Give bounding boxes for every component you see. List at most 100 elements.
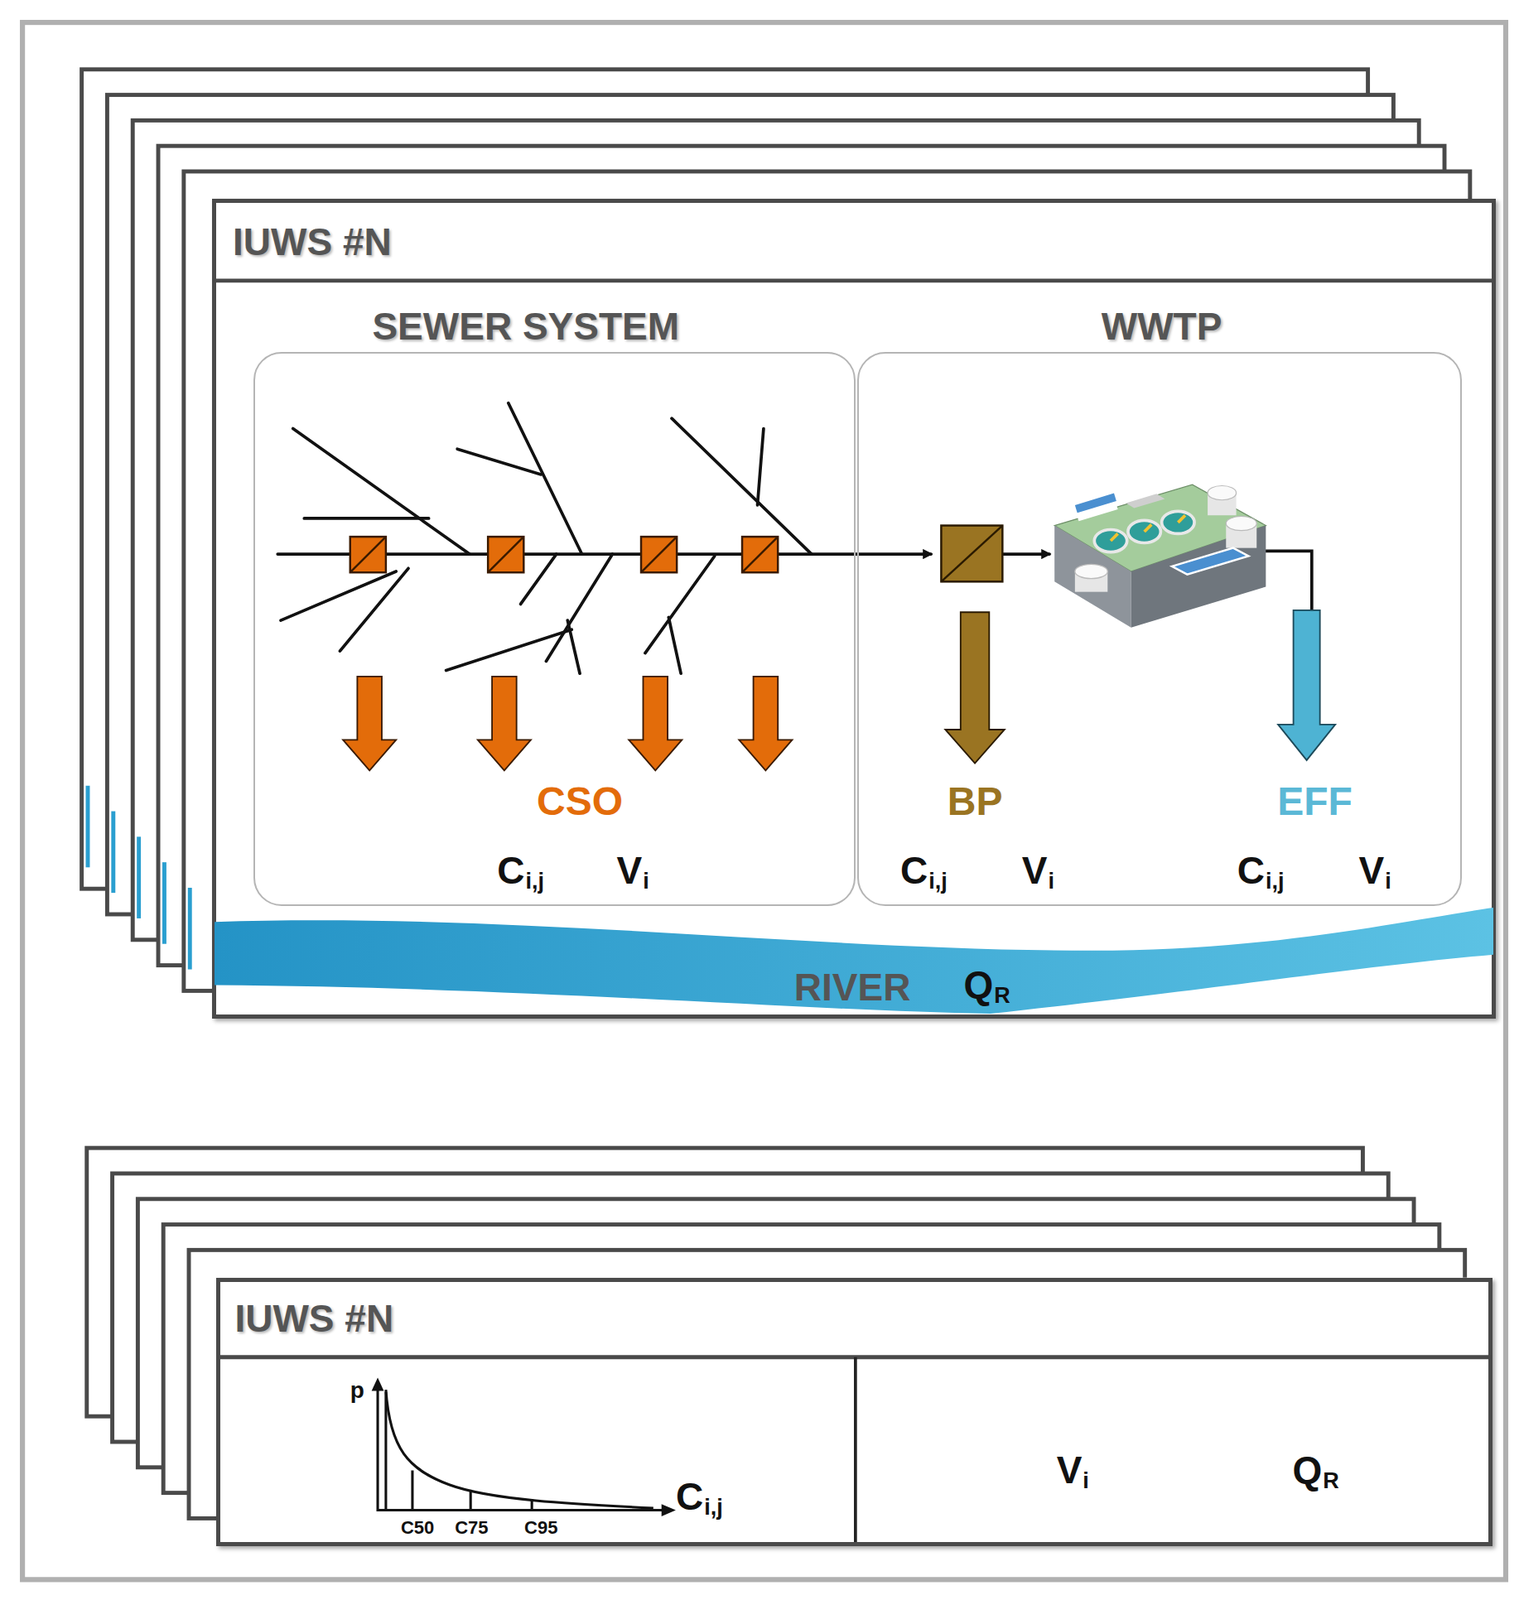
cso-structure-part [350, 536, 386, 573]
cso-structure-part [641, 536, 677, 573]
sewer-network-part [567, 620, 580, 674]
front-frame-ground-part [853, 1357, 858, 1547]
sewer-network-part [508, 403, 583, 555]
distribution-chart-part [377, 1388, 664, 1511]
node-heading: SEWER SYSTEM [371, 307, 680, 346]
sewer-network-part [545, 554, 613, 661]
subscript-label: i,j [1265, 870, 1285, 893]
subscript-label: R [993, 984, 1011, 1008]
sewer-network-part [671, 418, 812, 555]
sewer-network-part [520, 554, 557, 604]
cso-structure-part [487, 536, 524, 573]
bypass-structure-part [940, 525, 1003, 583]
sewer-network-part [457, 448, 541, 475]
sewer-network-part [668, 617, 681, 674]
sewer-network-part [280, 571, 396, 621]
symbol-label: V [1022, 851, 1048, 890]
treatment-plant-part [1207, 486, 1237, 501]
sewer-network-part [293, 429, 470, 555]
bypass-arrow [945, 612, 1004, 763]
cso-structure-part [742, 536, 778, 573]
symbol-label: V [616, 851, 642, 890]
subscript-label: i [1047, 870, 1055, 893]
bypass-arrow-part [945, 612, 1004, 763]
flow-label: C75 [454, 1519, 488, 1538]
river-edge-marks-part [188, 887, 193, 970]
cso-structure-part [487, 536, 524, 573]
subscript-label: i [1082, 1470, 1090, 1493]
treatment-plant-part [1225, 515, 1257, 531]
treatment-plant-part [1162, 511, 1195, 534]
cso-arrows-part [342, 676, 396, 771]
symbol-label: C [496, 851, 525, 890]
river-edge-marks-part [136, 836, 141, 919]
treatment-plant-part [1177, 515, 1186, 523]
flow-label: BP [947, 781, 1004, 822]
distribution-chart [371, 1377, 676, 1517]
distribution-chart-part [371, 1377, 385, 1391]
front-frame-ground [212, 198, 1495, 1018]
treatment-plant-part [1171, 548, 1249, 575]
cso-arrows-part [628, 676, 682, 771]
distribution-chart-part [469, 1490, 473, 1511]
river-edge-marks-part [110, 811, 116, 894]
distribution-chart-part [661, 1504, 676, 1517]
flow-label: C50 [400, 1519, 434, 1538]
river-edge-marks-part [86, 786, 91, 868]
cso-arrows-part [477, 676, 531, 771]
subscript-label: i,j [928, 870, 948, 893]
outer-frame-part [22, 22, 1506, 1580]
subscript-label: i,j [704, 1496, 724, 1519]
symbol-label: C [1237, 851, 1265, 890]
treatment-plant-part [1144, 524, 1153, 532]
treatment-plant-part [1110, 533, 1119, 541]
front-frame-ground-part [212, 198, 1495, 1018]
sewer-network [277, 403, 1312, 675]
front-frame-ground-part [212, 278, 1495, 283]
sewer-network-part [1003, 552, 1050, 556]
symbol-label: V [1358, 851, 1384, 890]
sewer-panel: SEWER SYSTEM [253, 352, 856, 907]
wwtp-panel: WWTP [857, 352, 1462, 907]
node-heading: WWTP [1101, 307, 1223, 346]
sewer-network-part [1265, 550, 1312, 610]
bypass-structure [940, 525, 1003, 583]
symbol-label: V [1056, 1451, 1083, 1490]
cso-structure-part [641, 536, 677, 573]
treatment-plant [1054, 484, 1266, 628]
symbol-label: C [900, 851, 928, 890]
system-frame: IUWS #N [216, 1277, 1493, 1547]
bypass-structure-part [940, 525, 1003, 583]
flow-label: CSO [536, 781, 623, 822]
distribution-chart-part [384, 1392, 387, 1511]
effluent-arrow [1277, 610, 1336, 761]
sewer-network-part [339, 568, 409, 651]
cso-arrows [342, 676, 792, 771]
front-frame-ground [216, 1277, 1493, 1547]
treatment-plant-part [1128, 520, 1161, 543]
cso-structure-part [742, 536, 778, 573]
treatment-plant-part [1094, 529, 1127, 552]
distribution-chart-part [410, 1470, 414, 1511]
flow-label: p [350, 1379, 365, 1403]
subscript-label: i [1384, 870, 1392, 893]
river-band: RIVER [214, 903, 1494, 1018]
flow-label: C95 [524, 1519, 558, 1538]
cso-arrows-part [738, 676, 792, 771]
symbol-label: Q [964, 965, 994, 1004]
distribution-chart-part [385, 1389, 654, 1509]
treatment-plant-part [1054, 525, 1131, 628]
system-frame: IUWS #NSEWER SYSTEMWWTPRIVER [212, 198, 1495, 1019]
front-frame-ground-part [216, 1277, 1493, 1547]
sewer-network-part [757, 429, 764, 506]
cso-structure-part [350, 536, 386, 573]
subscript-label: i [642, 870, 650, 893]
cso-structure [350, 536, 778, 573]
node-heading: RIVER [794, 968, 912, 1007]
distribution-chart-part [530, 1499, 534, 1511]
node-heading: IUWS #N [234, 1299, 394, 1338]
treatment-plant-part [1125, 493, 1165, 508]
river-water [214, 907, 1494, 1014]
outer-frame [22, 22, 1506, 1580]
